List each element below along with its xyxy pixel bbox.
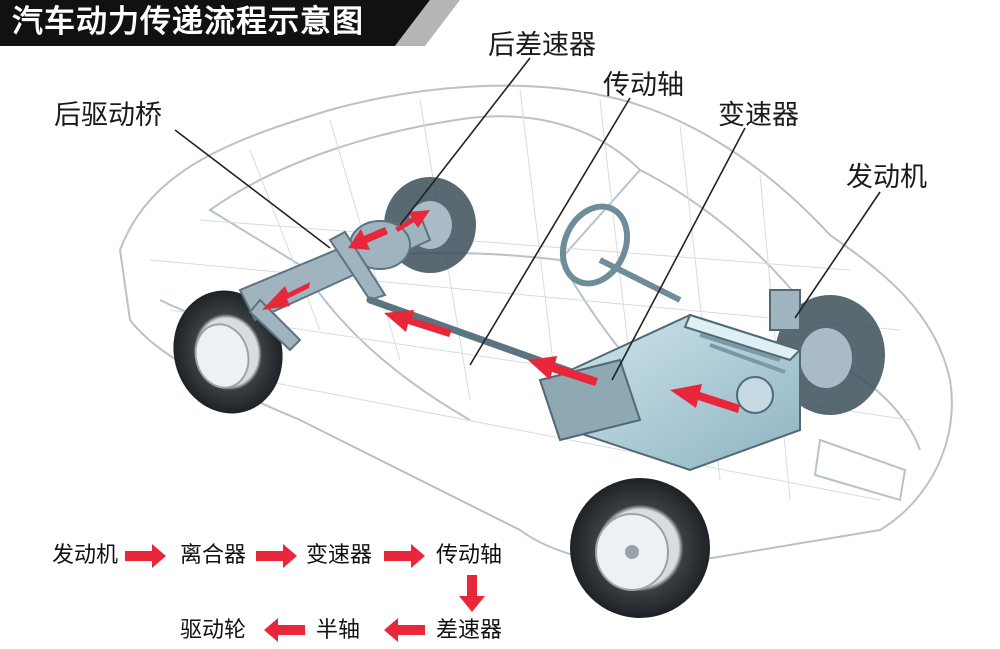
flow-chart-arrows — [125, 544, 485, 642]
rear-left-wheel — [173, 290, 283, 414]
callout-leaders — [174, 57, 881, 381]
title-banner-bg — [0, 0, 460, 46]
title-banner: 汽车动力传递流程示意图 — [0, 0, 400, 46]
flow-drive-wheel: 驱动轮 — [180, 618, 247, 643]
power-flow-arrows — [262, 210, 740, 413]
steering-column — [559, 203, 682, 303]
callout-engine: 发动机 — [846, 162, 927, 193]
callout-rear-axle: 后驱动桥 — [54, 100, 162, 131]
page-title: 汽车动力传递流程示意图 — [12, 4, 364, 40]
flow-driveshaft: 传动轴 — [436, 543, 503, 568]
front-right-wheel — [775, 295, 885, 415]
flow-engine: 发动机 — [52, 543, 119, 568]
flow-transmission: 变速器 — [306, 543, 373, 568]
flow-half-shaft: 半轴 — [316, 618, 361, 643]
callout-rear-diff: 后差速器 — [488, 30, 596, 61]
flow-clutch: 离合器 — [180, 543, 247, 568]
callout-transmission: 变速器 — [718, 100, 799, 131]
flow-differential: 差速器 — [436, 618, 503, 643]
rear-axle-assembly — [238, 213, 432, 352]
transmission-body — [538, 358, 642, 442]
front-left-wheel — [570, 478, 710, 618]
callout-driveshaft: 传动轴 — [603, 70, 684, 101]
